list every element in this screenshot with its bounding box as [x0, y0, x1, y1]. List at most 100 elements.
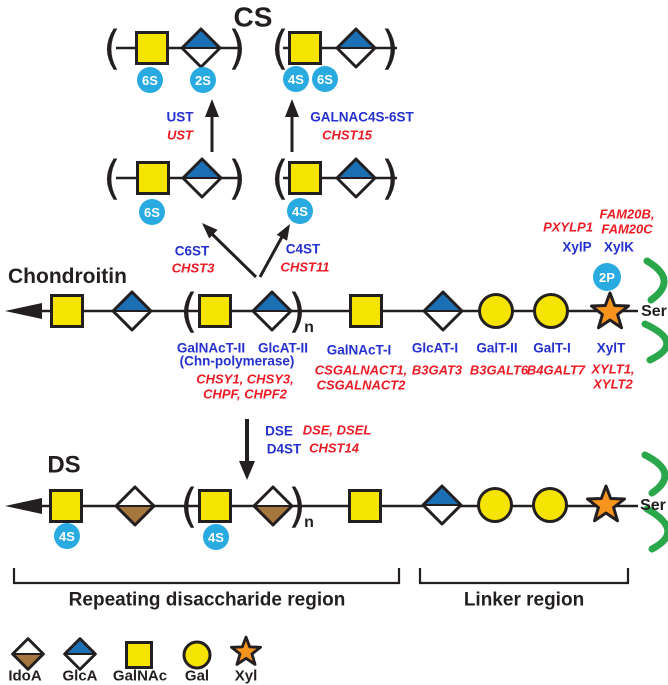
bracket-close: ): [381, 151, 399, 205]
gene-name: CHST15: [322, 127, 372, 143]
legend-label: Xyl: [234, 667, 258, 685]
gal-icon: [478, 293, 514, 329]
glca-icon: [181, 157, 223, 199]
sulfation-badge: 6S: [137, 67, 163, 93]
legend-label: Gal: [184, 667, 210, 685]
linker-region-label: Linker region: [463, 589, 585, 611]
galnac-icon: [49, 489, 83, 523]
sulfation-badge: 4S: [283, 66, 309, 92]
xyl-icon: [585, 484, 627, 526]
enzyme-name: GalT-II: [476, 340, 518, 356]
enzyme-name: GalT-I: [533, 340, 571, 356]
gene-name: CSGALNACT1, CSGALNACT2: [314, 362, 408, 392]
gene-name: B4GALT7: [526, 362, 586, 378]
bracket-open: (: [180, 284, 198, 338]
enzyme-name: GlcAT-II: [257, 340, 309, 356]
gene-name: CHST11: [280, 259, 330, 275]
galnac-icon: [198, 489, 232, 523]
legend-label: GalNAc: [112, 667, 168, 685]
xyl-icon: [589, 291, 631, 333]
serine-label: Ser: [641, 303, 667, 321]
diagonal-arrowhead: [276, 224, 290, 241]
bracket-open: (: [271, 151, 289, 205]
phosphate-badge: 2P: [593, 263, 621, 291]
glca-icon: [335, 27, 377, 69]
cs-title: CS: [233, 1, 273, 33]
galnac-icon: [50, 294, 84, 328]
gal-icon: [532, 487, 568, 523]
glca-icon: [63, 637, 97, 671]
bracket-close: ): [288, 479, 306, 533]
galnac-icon: [198, 294, 232, 328]
enzyme-name: GalNAcT-II: [176, 340, 246, 356]
gene-name: B3GAT3: [411, 362, 463, 378]
gene-name: UST: [167, 127, 193, 143]
enzyme-name: GALNAC4S-6ST: [310, 109, 414, 125]
diagonal-arrowhead: [202, 223, 218, 239]
sulfation-badge: 6S: [139, 199, 165, 225]
chain-left-arrowhead: [5, 498, 42, 514]
enzyme-name: XylP: [562, 239, 592, 255]
enzyme-name: XylK: [603, 239, 635, 255]
sulfation-badge: 6S: [312, 66, 338, 92]
glca-icon: [421, 484, 463, 526]
bracket-close: ): [288, 284, 306, 338]
repeat-subscript: n: [304, 514, 314, 532]
bracket-open: (: [180, 479, 198, 533]
repeating-region-bracket: [12, 568, 401, 585]
linker-region-bracket: [418, 568, 630, 585]
gene-name: PXYLP1: [543, 219, 593, 235]
bracket-open: (: [103, 21, 121, 75]
galnac-icon: [135, 31, 169, 65]
gal-icon: [533, 293, 569, 329]
diagonal-arrow: [258, 234, 285, 278]
repeat-subscript: n: [304, 319, 314, 337]
up-arrowhead: [205, 99, 219, 117]
sulfation-badge: 4S: [287, 198, 313, 224]
sulfation-badge: 4S: [54, 523, 80, 549]
bracket-close: ): [228, 151, 246, 205]
chain-left-arrowhead: [5, 303, 42, 319]
gal-icon: [477, 487, 513, 523]
diagonal-arrow: [209, 231, 258, 279]
repeating-region-label: Repeating disaccharide region: [68, 589, 346, 611]
enzyme-name: C4ST: [285, 241, 321, 257]
enzyme-name: GlcAT-I: [411, 340, 459, 356]
enzyme-name: UST: [166, 109, 194, 125]
gene-name: B3GALT6: [469, 362, 529, 378]
up-arrowhead: [285, 99, 299, 117]
gene-name: CHST14: [309, 440, 359, 456]
core-protein-arc: [643, 257, 668, 304]
glca-icon: [180, 27, 222, 69]
glca-icon: [422, 290, 464, 332]
galnac-icon: [349, 294, 383, 328]
idoa-icon: [11, 637, 45, 671]
gene-name: FAM20B, FAM20C: [599, 206, 655, 236]
gene-name: CHST3: [171, 260, 215, 276]
enzyme-name: XylT: [596, 340, 626, 356]
glca-icon: [335, 157, 377, 199]
galnac-icon: [125, 641, 153, 669]
sulfation-badge: 4S: [203, 524, 229, 550]
sulfation-badge: 2S: [190, 67, 216, 93]
enzyme-subname: (Chn-polymerase): [179, 353, 295, 369]
enzyme-name: DSE: [265, 423, 293, 439]
enzyme-name: D4ST: [266, 441, 302, 457]
gene-name: CHSY1, CHSY3, CHPF, CHPF2: [196, 371, 294, 401]
glca-icon: [111, 290, 153, 332]
idoa-icon: [114, 485, 156, 527]
gene-name: XYLT1, XYLT2: [591, 361, 635, 391]
bracket-open: (: [271, 21, 289, 75]
bracket-close: ): [228, 21, 246, 75]
chondroitin-title: Chondroitin: [8, 265, 127, 289]
glca-icon: [251, 290, 293, 332]
core-protein-arc: [643, 505, 668, 553]
bracket-close: ): [381, 21, 399, 75]
enzyme-name: C6ST: [174, 243, 210, 259]
idoa-icon: [252, 485, 294, 527]
serine-label: Ser: [640, 497, 666, 515]
gal-icon: [182, 640, 212, 670]
galnac-icon: [288, 31, 322, 65]
down-arrowhead: [239, 461, 255, 480]
xyl-icon: [230, 635, 263, 669]
